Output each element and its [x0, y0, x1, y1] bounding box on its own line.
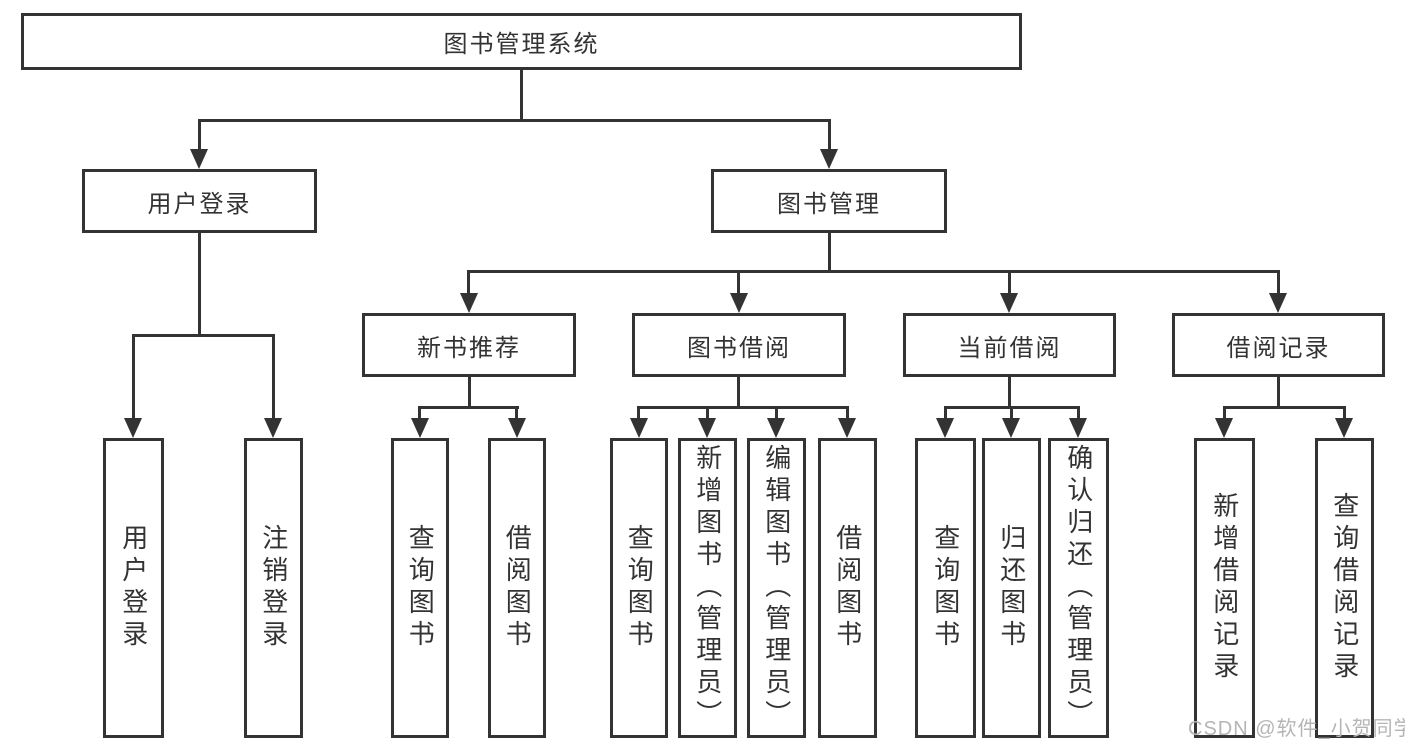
connector-stem	[1010, 406, 1013, 420]
node-new-book-recommend: 新书推荐	[362, 313, 576, 377]
node-library-system: 图书管理系统	[21, 13, 1022, 70]
connector-stem	[1077, 406, 1080, 420]
arrow-down-icon	[460, 293, 478, 313]
node-return-books: 归还图书	[982, 438, 1041, 738]
arrow-down-icon	[730, 293, 748, 313]
connector-stem	[1277, 270, 1280, 295]
arrow-down-icon	[698, 418, 716, 438]
connector-stem	[1223, 406, 1226, 420]
arrow-down-icon	[630, 418, 648, 438]
node-logout: 注销登录	[244, 438, 303, 738]
arrow-down-icon	[1002, 418, 1020, 438]
node-add-books-admin: 新增图书（管理员）	[678, 438, 737, 738]
arrow-down-icon	[1269, 293, 1287, 313]
connector-stem	[1008, 270, 1011, 295]
node-borrow-records: 借阅记录	[1172, 313, 1385, 377]
arrow-down-icon	[1215, 418, 1233, 438]
node-add-borrow-record: 新增借阅记录	[1194, 438, 1255, 738]
connector-root-drop	[520, 69, 523, 122]
connector-stem	[198, 119, 201, 151]
connector-stem	[775, 406, 778, 420]
node-query-borrow-record: 查询借阅记录	[1315, 438, 1374, 738]
arrow-down-icon	[124, 418, 142, 438]
connector-login-bus	[132, 334, 275, 337]
connector-management-drop	[828, 233, 831, 273]
connector-currentborrow-drop	[1008, 377, 1011, 409]
arrow-down-icon	[820, 149, 838, 169]
node-current-borrow: 当前借阅	[903, 313, 1116, 377]
node-book-management: 图书管理	[711, 169, 947, 233]
arrow-down-icon	[838, 418, 856, 438]
connector-stem	[706, 406, 709, 420]
arrow-down-icon	[1069, 418, 1087, 438]
node-user-login-leaf: 用户登录	[103, 438, 164, 738]
connector-stem	[515, 406, 518, 420]
connector-stem	[944, 406, 947, 420]
arrow-down-icon	[508, 418, 526, 438]
node-query-books-rec: 查询图书	[391, 438, 449, 738]
connector-stem	[272, 334, 275, 420]
node-confirm-return-admin: 确认归还（管理员）	[1048, 438, 1109, 738]
connector-bookborrow-drop	[737, 377, 740, 409]
arrow-down-icon	[411, 418, 429, 438]
connector-records-drop	[1277, 377, 1280, 409]
connector-newbooks-drop	[468, 377, 471, 409]
node-borrow-books-rec: 借阅图书	[488, 438, 546, 738]
connector-stem	[637, 406, 640, 420]
connector-stem	[467, 270, 470, 295]
node-book-borrow: 图书借阅	[632, 313, 846, 377]
connector-stem	[828, 119, 831, 151]
connector-login-drop	[198, 233, 201, 337]
connector-records-bus	[1223, 406, 1346, 409]
connector-level1-bus	[198, 119, 831, 122]
arrow-down-icon	[1000, 293, 1018, 313]
node-query-books-borrow: 查询图书	[610, 438, 668, 738]
arrow-down-icon	[1335, 418, 1353, 438]
arrow-down-icon	[264, 418, 282, 438]
arrow-down-icon	[190, 149, 208, 169]
connector-bookborrow-bus	[638, 406, 849, 409]
node-edit-books-admin: 编辑图书（管理员）	[747, 438, 806, 738]
connector-stem	[1343, 406, 1346, 420]
connector-level2-bus	[468, 270, 1280, 273]
arrow-down-icon	[936, 418, 954, 438]
watermark: CSDN @软件_小贺同学	[1188, 718, 1405, 740]
connector-stem	[418, 406, 421, 420]
connector-stem	[846, 406, 849, 420]
connector-stem	[132, 334, 135, 420]
connector-stem	[737, 270, 740, 295]
arrow-down-icon	[767, 418, 785, 438]
connector-newbooks-bus	[419, 406, 519, 409]
node-borrow-books: 借阅图书	[818, 438, 877, 738]
node-query-books-current: 查询图书	[915, 438, 976, 738]
node-user-login: 用户登录	[82, 169, 317, 233]
